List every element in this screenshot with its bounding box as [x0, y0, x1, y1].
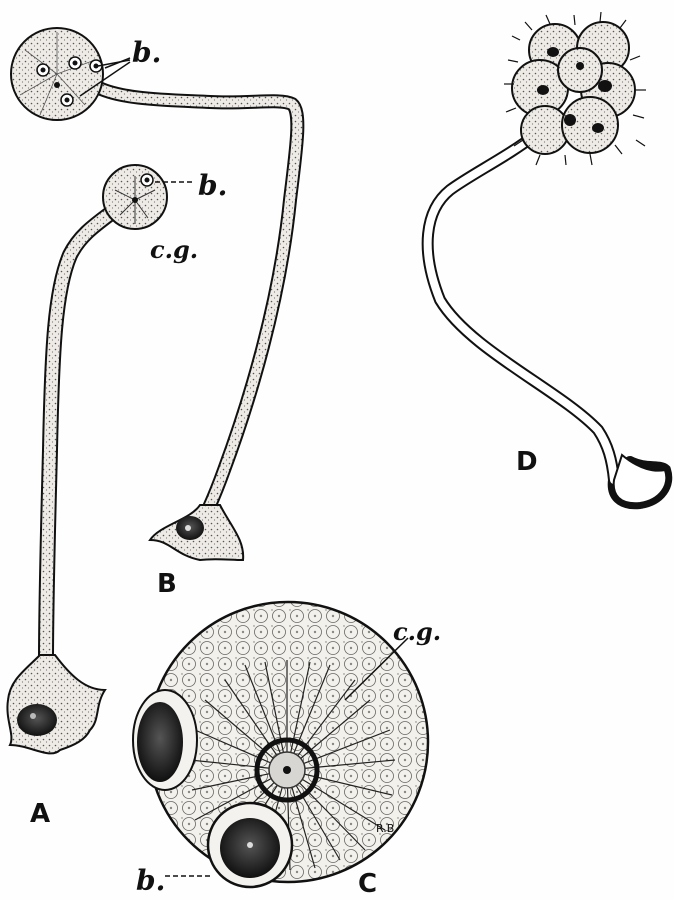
panel-a-stalk	[46, 210, 115, 660]
panel-d-stalk	[428, 135, 667, 503]
label-b-mid: b.	[198, 169, 227, 202]
panel-a-foot	[7, 655, 105, 753]
panel-c-label: C	[358, 869, 377, 899]
panel-b-label: B	[157, 569, 177, 599]
label-cg-mid: c.g.	[150, 235, 198, 264]
panel-c-left-nucleus	[137, 702, 183, 782]
panel-d-label: D	[516, 447, 538, 477]
panel-b-stalk	[95, 86, 297, 512]
panel-a-nucleus	[17, 704, 57, 736]
panel-a-label: A	[30, 799, 50, 829]
panel-a-cell	[7, 165, 167, 753]
panel-d-cell	[428, 12, 667, 503]
panel-c-cell	[133, 602, 428, 887]
label-b-top: b.	[132, 36, 161, 69]
panel-d-cluster	[512, 22, 635, 154]
label-cg-c: c.g.	[393, 617, 441, 646]
label-b-bottom: b.	[136, 864, 165, 897]
artist-signature: R.B.	[376, 822, 398, 835]
